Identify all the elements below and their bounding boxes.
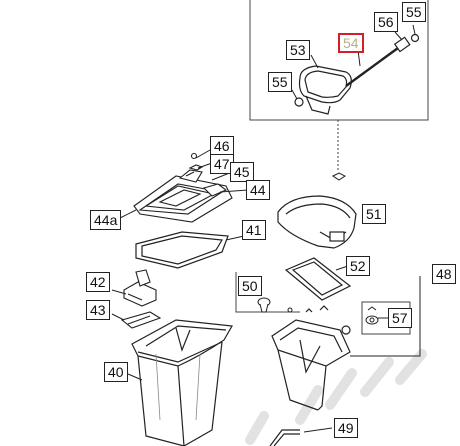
part-label-48: 48 xyxy=(432,264,456,284)
lid-gasket-drawing xyxy=(135,231,229,269)
part-label-41: 41 xyxy=(242,220,266,240)
part-label-57: 57 xyxy=(388,308,412,328)
part-label-53: 53 xyxy=(286,40,310,60)
part-label-54-highlighted[interactable]: 54 xyxy=(338,33,364,53)
deflector-flap-drawing xyxy=(294,33,420,115)
part-label-55-left: 55 xyxy=(268,72,292,92)
part-57-drawing xyxy=(365,306,379,325)
leader-41 xyxy=(225,235,245,241)
small-nut-drawing xyxy=(332,172,346,181)
lid-assembly-drawing xyxy=(133,152,233,223)
small-basket-drawing xyxy=(271,305,351,411)
bracket-leaders xyxy=(111,289,127,321)
part-label-46: 46 xyxy=(210,136,234,156)
part-label-44: 44 xyxy=(246,180,270,200)
part-label-43: 43 xyxy=(86,300,110,320)
bracket-42-drawing xyxy=(123,269,157,307)
part-label-52: 52 xyxy=(346,256,370,276)
part-label-50: 50 xyxy=(238,276,262,296)
part-label-45: 45 xyxy=(230,162,254,182)
leader-40 xyxy=(127,373,143,381)
inset-frame xyxy=(249,0,429,121)
part-label-42: 42 xyxy=(86,272,110,292)
inset-57 xyxy=(361,301,411,335)
main-basket-drawing xyxy=(131,319,233,446)
gasket-drawing xyxy=(284,257,352,301)
frame-49-drawing xyxy=(269,429,300,446)
inset-50 xyxy=(235,272,300,313)
part-label-40: 40 xyxy=(104,362,128,382)
group-bracket-48 xyxy=(350,276,421,357)
part-50-drawing xyxy=(257,297,293,313)
bracket-43-drawing xyxy=(120,311,162,329)
part-label-56: 56 xyxy=(374,12,398,32)
leader-49 xyxy=(303,427,333,433)
hopper-drawing xyxy=(277,195,357,249)
watermark xyxy=(245,349,427,445)
part-label-44a: 44a xyxy=(90,210,122,230)
part-label-51: 51 xyxy=(362,204,386,224)
part-label-55-top: 55 xyxy=(402,2,426,22)
part-label-49: 49 xyxy=(334,418,358,438)
